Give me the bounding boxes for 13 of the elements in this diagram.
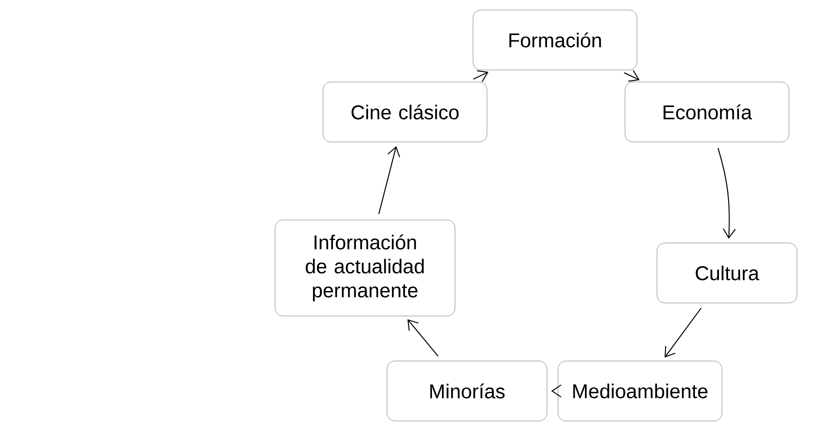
arrow (718, 147, 736, 239)
topic-box: Cine clásico (322, 82, 488, 142)
arrow (472, 70, 488, 82)
topic-box: Cultura (656, 242, 798, 304)
arrow (664, 308, 702, 358)
topic-box: Formación (472, 10, 638, 70)
topic-box: Minorías (386, 360, 548, 422)
arrow (378, 146, 400, 214)
topic-box: Información de actualidad permanente (274, 220, 456, 316)
topic-box: Medioambiente (558, 360, 722, 422)
topic-box: Economía (624, 82, 790, 142)
arrow (624, 70, 640, 82)
arrow (407, 319, 439, 357)
